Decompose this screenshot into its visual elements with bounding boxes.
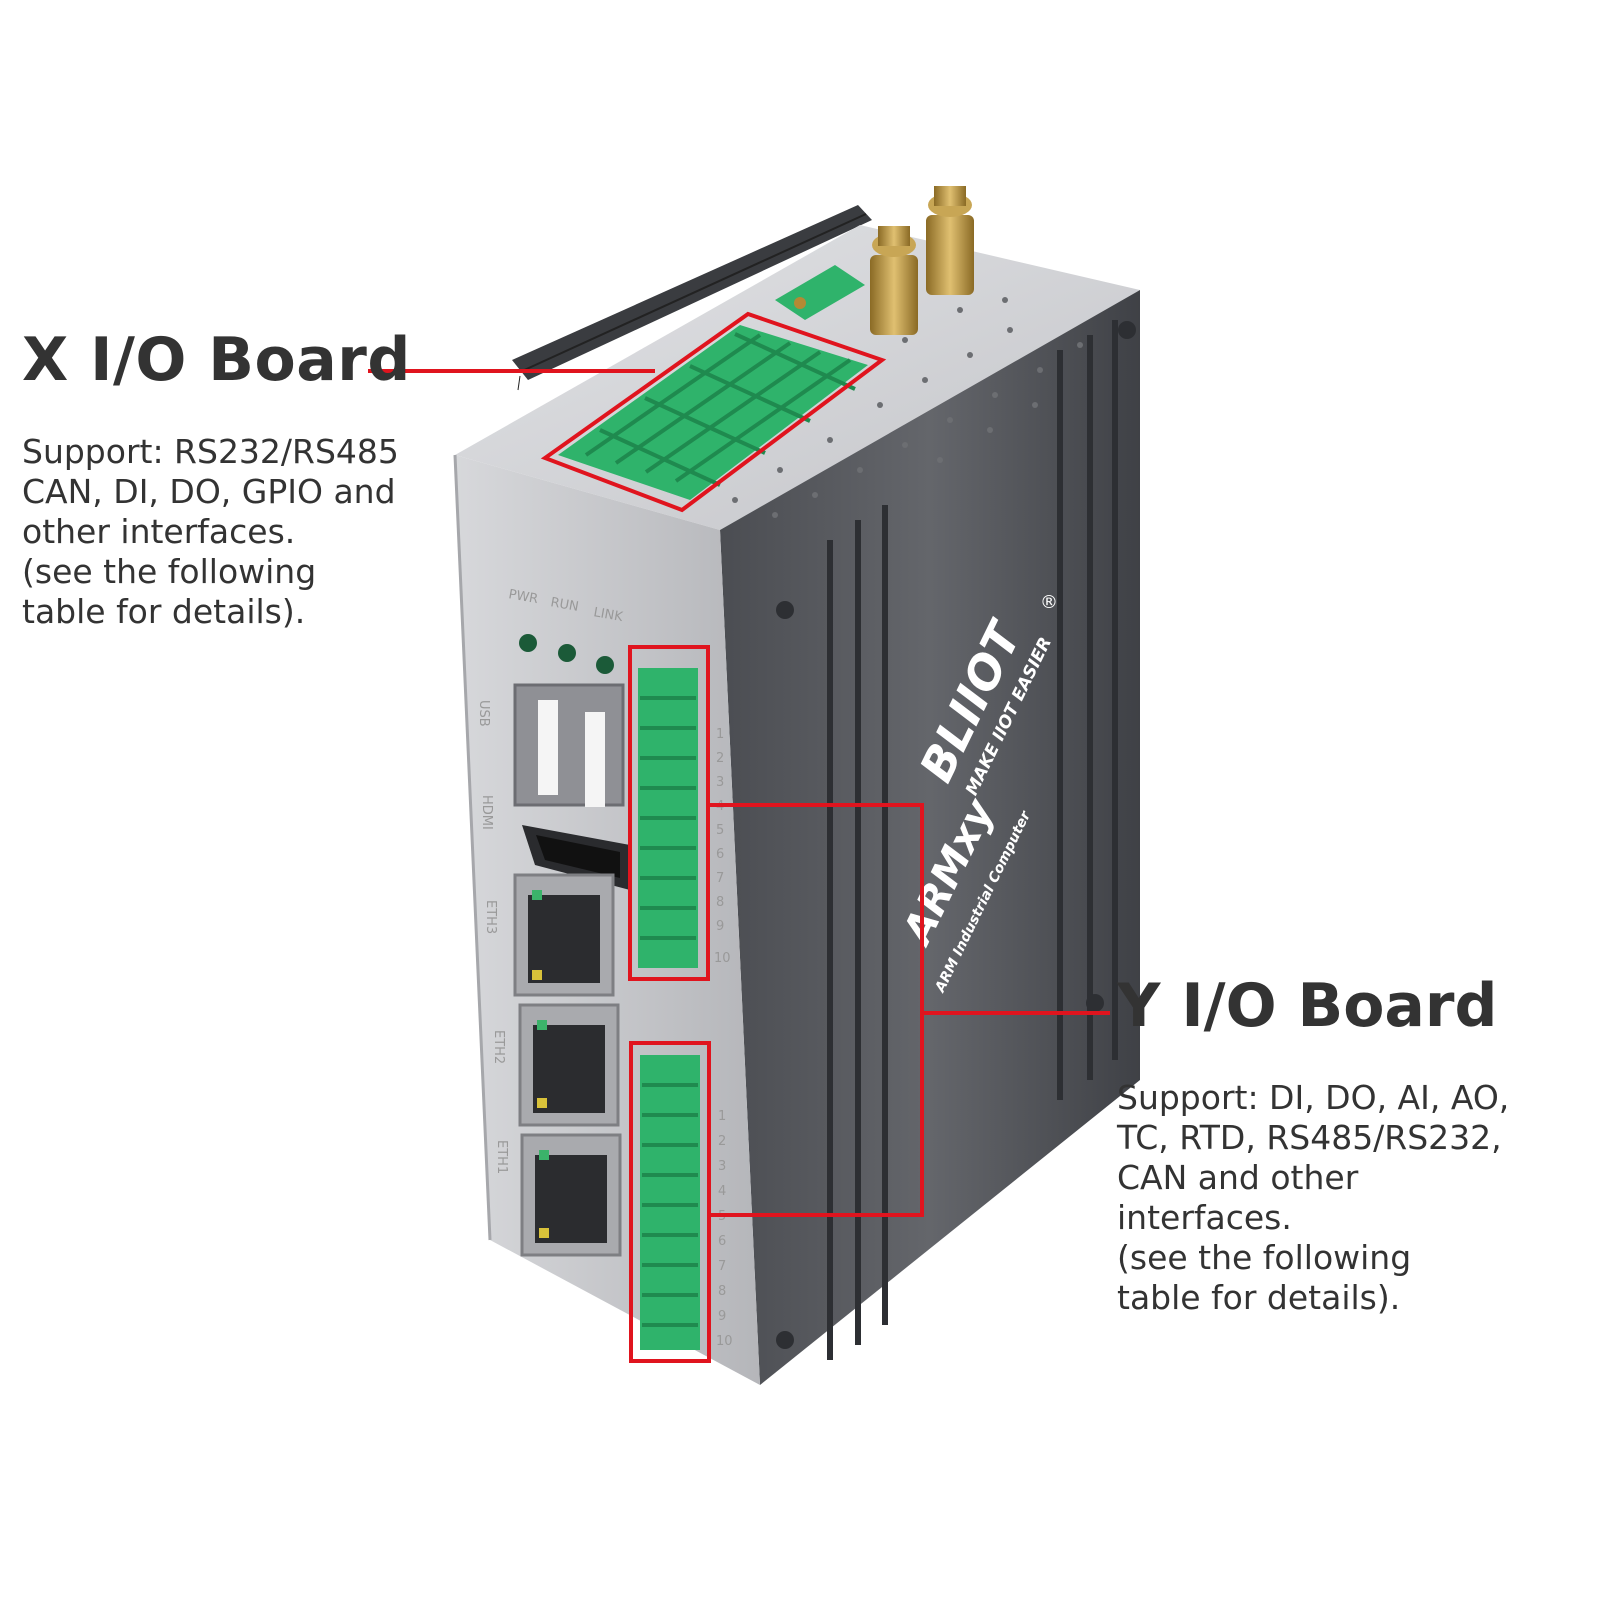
y-io-bracket bbox=[710, 803, 924, 1217]
y-io-board-description: Support: DI, DO, AI, AO, TC, RTD, RS485/… bbox=[1117, 1078, 1510, 1317]
eth2-label: ETH2 bbox=[491, 1030, 506, 1064]
svg-text:7: 7 bbox=[716, 871, 724, 886]
svg-text:2: 2 bbox=[716, 751, 724, 766]
svg-text:7: 7 bbox=[718, 1259, 726, 1274]
x-io-board-description: Support: RS232/RS485 CAN, DI, DO, GPIO a… bbox=[22, 432, 399, 631]
x-io-terminal-slots bbox=[584, 332, 856, 487]
led-label-run: RUN bbox=[549, 595, 579, 615]
svg-text:5: 5 bbox=[716, 823, 724, 838]
antenna-1 bbox=[870, 226, 918, 335]
svg-text:9: 9 bbox=[718, 1309, 726, 1324]
y-io-board-title: Y I/O Board bbox=[1117, 971, 1498, 1041]
svg-text:1: 1 bbox=[718, 1109, 726, 1124]
eth2-port: ETH2 bbox=[491, 1003, 620, 1127]
run-led-icon bbox=[558, 644, 576, 662]
usb-label: USB bbox=[476, 700, 491, 727]
side-screw bbox=[776, 1331, 794, 1349]
top-vent-holes bbox=[732, 297, 1083, 518]
side-screw bbox=[1086, 994, 1104, 1012]
svg-text:8: 8 bbox=[716, 895, 724, 910]
usb-port: USB bbox=[476, 683, 625, 807]
side-ribs bbox=[827, 320, 1118, 1360]
svg-text:3: 3 bbox=[718, 1159, 726, 1174]
y-io-terminal-block-lower bbox=[640, 1055, 700, 1350]
eth1-label: ETH1 bbox=[494, 1140, 509, 1174]
svg-text:6: 6 bbox=[718, 1234, 726, 1249]
svg-text:3: 3 bbox=[716, 775, 724, 790]
svg-text:9: 9 bbox=[716, 919, 724, 934]
y-io-terminal-block-upper bbox=[638, 668, 698, 968]
y-io-highlight-box-upper bbox=[628, 645, 710, 981]
antenna-2 bbox=[926, 186, 974, 295]
rear-fins bbox=[517, 213, 867, 391]
side-screw bbox=[776, 601, 794, 619]
eth3-label: ETH3 bbox=[483, 900, 498, 934]
led-label-pwr: PWR bbox=[507, 587, 539, 607]
y-io-highlight-box-lower bbox=[629, 1041, 711, 1363]
x-io-highlight-box bbox=[540, 311, 887, 513]
eth1-port: ETH1 bbox=[494, 1133, 622, 1257]
led-label-link: LINK bbox=[592, 605, 624, 625]
svg-text:2: 2 bbox=[718, 1134, 726, 1149]
link-led-icon bbox=[596, 656, 614, 674]
side-screw bbox=[1118, 321, 1136, 339]
svg-text:1: 1 bbox=[716, 727, 724, 742]
svg-text:4: 4 bbox=[718, 1184, 726, 1199]
svg-text:10: 10 bbox=[716, 1334, 733, 1349]
eth3-port: ETH3 bbox=[483, 873, 615, 997]
hdmi-label: HDMI bbox=[479, 795, 494, 830]
x-io-terminal-block bbox=[558, 325, 868, 500]
x-io-board-title: X I/O Board bbox=[22, 325, 411, 395]
led-row: PWR RUN LINK bbox=[507, 587, 624, 674]
svg-text:6: 6 bbox=[716, 847, 724, 862]
side-panel bbox=[720, 290, 1140, 1385]
ground-screw bbox=[794, 297, 806, 309]
svg-text:8: 8 bbox=[718, 1284, 726, 1299]
registered-mark: ® bbox=[1040, 592, 1058, 613]
pwr-led-icon bbox=[519, 634, 537, 652]
svg-text:10: 10 bbox=[714, 951, 731, 966]
